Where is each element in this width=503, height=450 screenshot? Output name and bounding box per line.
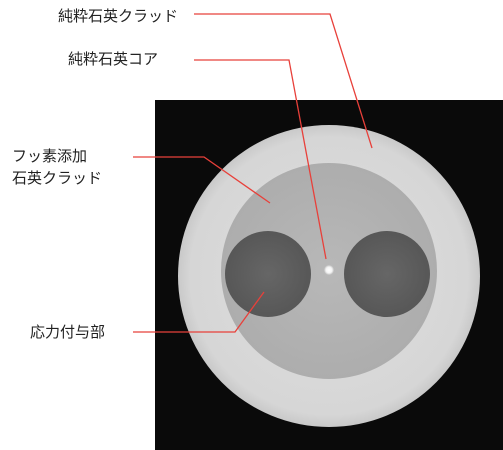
leader-line-pure-silica-core <box>194 59 327 260</box>
label-f-doped-cladding-line2: 石英クラッド <box>12 169 103 187</box>
label-pure-silica-core: 純粋石英コア <box>68 50 159 68</box>
pure-silica-core <box>324 265 334 275</box>
label-pure-silica-cladding: 純粋石英クラッド <box>58 7 179 25</box>
leader-line-pure-silica-cladding <box>194 13 373 149</box>
leader-line-f-doped-cladding <box>133 156 271 204</box>
leader-line-stress-applying-part <box>133 291 265 333</box>
label-f-doped-cladding-line1: フッ素添加 <box>12 147 88 165</box>
stress-applying-part-left <box>225 231 311 317</box>
label-stress-applying-part: 応力付与部 <box>30 323 106 341</box>
stress-applying-part-right <box>344 231 430 317</box>
